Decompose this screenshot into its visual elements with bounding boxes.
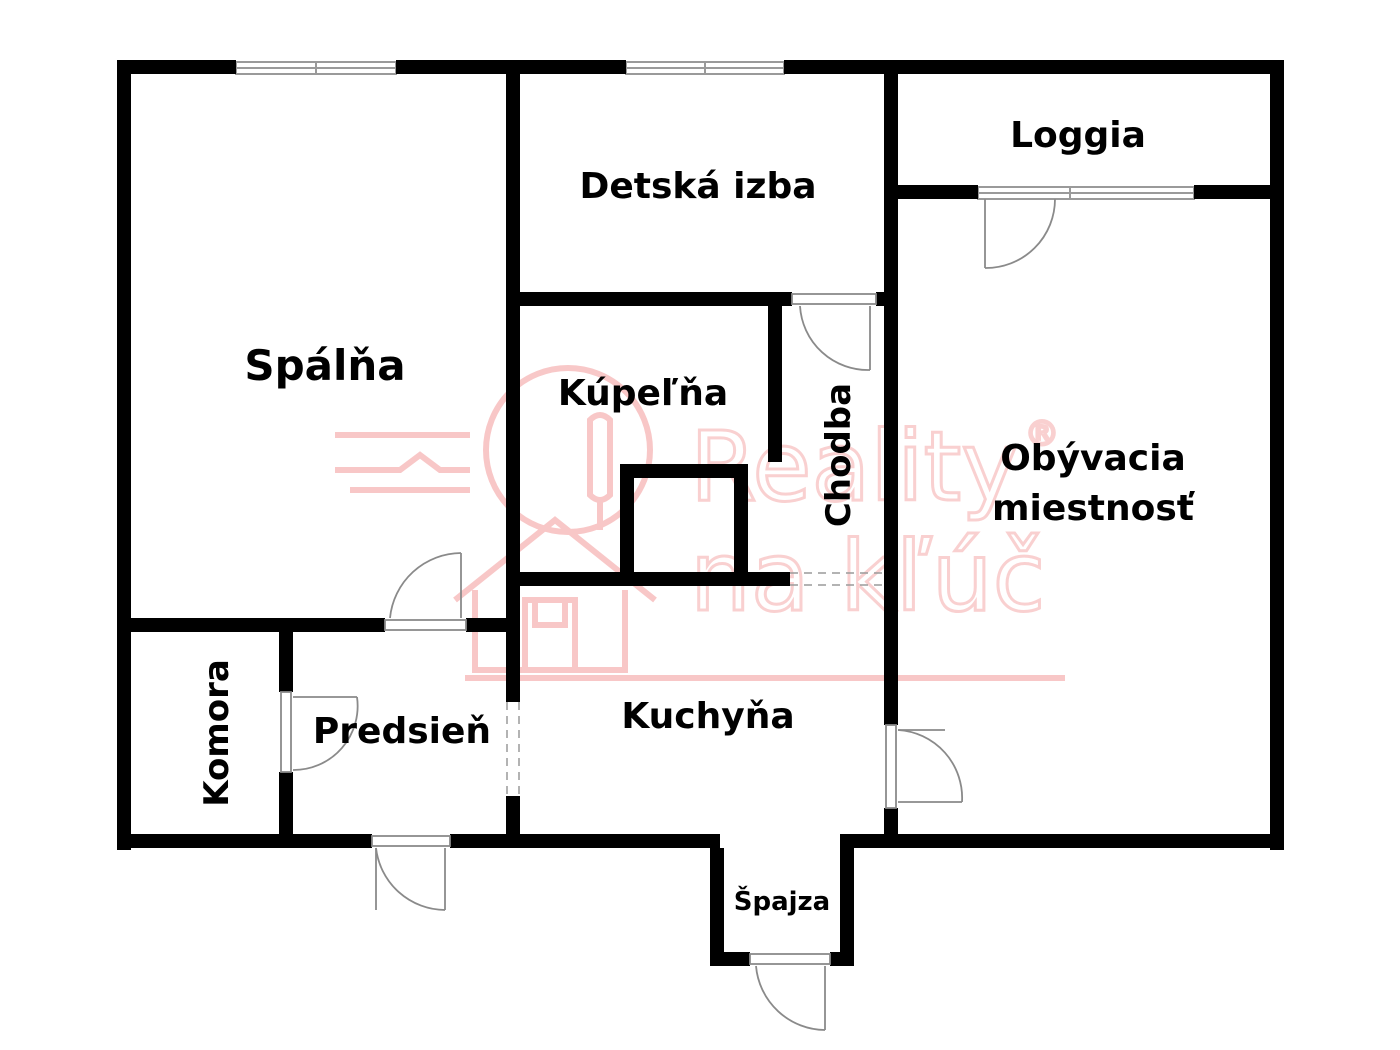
wall-right (1270, 60, 1284, 850)
windows (235, 61, 1195, 200)
label-komora: Komora (197, 659, 237, 807)
door-living (885, 724, 963, 809)
wall-bottom-left (117, 834, 372, 848)
wall-komora-east-upper (279, 618, 293, 692)
window-loggia-door (977, 186, 1195, 200)
wall-spalna-east (506, 60, 520, 638)
opening-chodba-kuchyna (790, 572, 884, 586)
wall-predsien-east-upper (506, 630, 520, 702)
wall-top-right (784, 60, 1284, 74)
watermark-logo-icon (335, 365, 1065, 681)
wall-spajza-bottom-left (710, 952, 750, 966)
wall-shaft-west (620, 464, 634, 584)
window-spalna (235, 61, 397, 75)
wall-kupelna-top (506, 292, 792, 306)
label-loggia: Loggia (1010, 115, 1146, 156)
wall-predsien-east-lower (506, 796, 520, 846)
label-spajza: Špajza (734, 885, 830, 917)
walls (117, 60, 1284, 966)
window-detska-izba (625, 61, 785, 75)
watermark: Reality na kľúč ® (335, 365, 1065, 681)
door-komora (280, 691, 359, 773)
label-detska-izba: Detská izba (579, 166, 816, 207)
watermark-registered-mark: ® (1025, 414, 1059, 454)
wall-detska-east (884, 60, 898, 725)
wall-spalna-bottom-left (117, 618, 385, 632)
openings (506, 572, 884, 796)
wall-kupelna-bottom (506, 572, 790, 586)
label-obyvacia-line1: Obývacia (1000, 438, 1186, 479)
wall-shaft-east (734, 464, 748, 584)
label-kupelna: Kúpeľňa (558, 373, 728, 414)
label-obyvacia-line2: miestnosť (992, 488, 1196, 529)
door-spalna (384, 552, 467, 631)
room-labels: Spálňa Detská izba Loggia Kúpeľňa Chodba… (197, 115, 1196, 917)
wall-living-west-lower (884, 808, 898, 848)
door-spajza (749, 953, 831, 1031)
label-kuchyna: Kuchyňa (621, 696, 794, 737)
wall-komora-east-lower (279, 772, 293, 848)
wall-top-left (117, 60, 236, 74)
wall-spajza-west (710, 848, 724, 966)
doors (280, 198, 1056, 1031)
label-chodba: Chodba (819, 383, 859, 527)
wall-loggia-bottom-left (884, 185, 978, 199)
wall-left (117, 60, 131, 850)
wall-shaft-top (620, 464, 748, 478)
wall-chodba-top-right (876, 292, 898, 306)
door-entrance (371, 835, 451, 911)
wall-spajza-bottom-right (830, 952, 854, 966)
door-loggia (984, 198, 1056, 269)
wall-kupelna-east (768, 292, 782, 462)
door-kupelna (791, 293, 877, 371)
label-spalna: Spálňa (244, 341, 405, 390)
wall-spalna-bottom-right (466, 618, 520, 632)
wall-loggia-bottom-right (1194, 185, 1284, 199)
wall-bottom-mid (450, 834, 720, 848)
wall-spajza-east (840, 848, 854, 966)
opening-predsien-kuchyna (506, 702, 520, 796)
wall-bottom-right (840, 834, 1284, 848)
label-predsien: Predsieň (313, 711, 491, 752)
